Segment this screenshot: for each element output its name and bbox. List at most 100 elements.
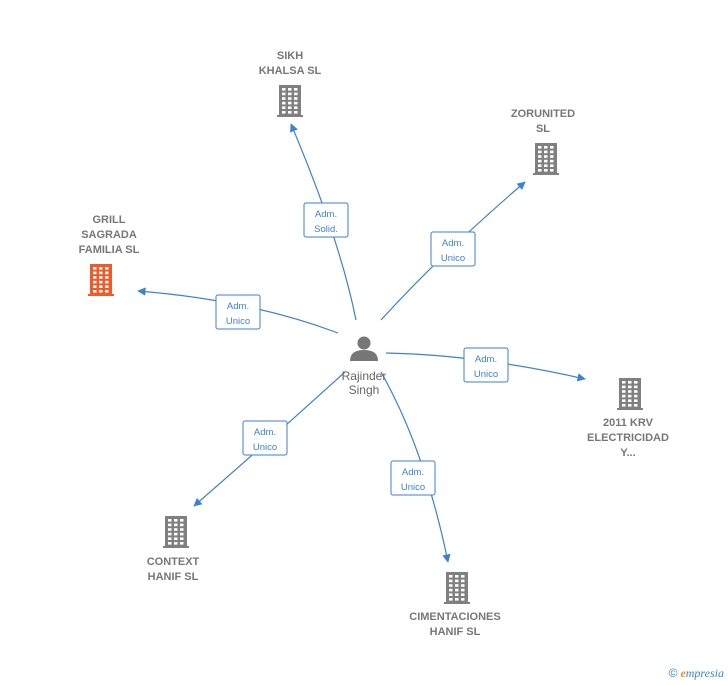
building-base bbox=[88, 294, 114, 296]
building-window bbox=[294, 111, 298, 114]
company-node-zorunited[interactable]: ZORUNITED SL bbox=[511, 108, 575, 175]
brand-footer[interactable]: ©empresia bbox=[669, 666, 724, 681]
building-window bbox=[93, 280, 97, 284]
building-window bbox=[288, 97, 292, 100]
building-window bbox=[105, 290, 109, 293]
relation-label[interactable]: Adm.Solid. bbox=[303, 202, 349, 238]
person-head bbox=[357, 336, 371, 350]
relation-text: Adm. bbox=[475, 354, 497, 365]
building-window bbox=[168, 519, 172, 522]
building-window bbox=[455, 593, 459, 596]
building-window bbox=[168, 542, 172, 545]
company-name[interactable]: CIMENTACIONES bbox=[409, 611, 500, 623]
building-window bbox=[282, 97, 286, 100]
building-window bbox=[288, 111, 292, 114]
building-window bbox=[455, 598, 459, 601]
relation-label[interactable]: Adm.Unico bbox=[215, 294, 261, 330]
brand-initial: e bbox=[680, 666, 686, 680]
relation-label[interactable]: Adm.Unico bbox=[390, 460, 436, 496]
company-node-cimentaciones-hanif[interactable]: CIMENTACIONES HANIF SL bbox=[409, 572, 501, 638]
building-window bbox=[282, 106, 286, 109]
relation-box bbox=[215, 294, 261, 330]
building-window bbox=[174, 542, 178, 545]
relation-text: Adm. bbox=[442, 238, 464, 249]
building-window bbox=[550, 169, 554, 172]
relation-label[interactable]: Adm.Unico bbox=[463, 347, 509, 383]
building-window bbox=[634, 404, 638, 407]
building-window bbox=[455, 579, 459, 583]
building-icon[interactable] bbox=[277, 85, 303, 117]
edge-zorunited: Adm. Unico bbox=[380, 181, 526, 321]
building-window bbox=[294, 106, 298, 109]
building-icon[interactable] bbox=[617, 378, 643, 410]
relation-text: Solid. bbox=[314, 224, 338, 235]
building-window bbox=[449, 579, 453, 583]
building-window bbox=[93, 276, 97, 279]
company-node-2011-krv[interactable]: 2011 KRV ELECTRICIDAD Y... bbox=[587, 378, 669, 459]
building-window bbox=[99, 280, 103, 284]
building-window bbox=[544, 155, 548, 158]
company-name[interactable]: KHALSA SL bbox=[259, 65, 322, 77]
company-node-sikh-khalsa[interactable]: SIKH KHALSA SL bbox=[259, 50, 322, 117]
building-window bbox=[544, 159, 548, 163]
building-window bbox=[550, 146, 554, 149]
building-window bbox=[538, 169, 542, 172]
building-base bbox=[277, 115, 303, 117]
building-icon[interactable] bbox=[444, 572, 470, 604]
building-window bbox=[634, 394, 638, 398]
company-name[interactable]: Y... bbox=[620, 447, 635, 459]
building-window bbox=[544, 146, 548, 149]
building-window bbox=[282, 88, 286, 91]
building-window bbox=[180, 542, 184, 545]
building-window bbox=[282, 111, 286, 114]
company-name[interactable]: FAMILIA SL bbox=[79, 244, 140, 256]
building-window bbox=[634, 385, 638, 389]
company-name[interactable]: SL bbox=[536, 123, 550, 135]
relation-text: Unico bbox=[226, 316, 250, 327]
building-window bbox=[622, 404, 626, 407]
building-window bbox=[461, 588, 465, 592]
building-icon[interactable] bbox=[533, 143, 559, 175]
building-window bbox=[455, 588, 459, 592]
company-name[interactable]: SIKH bbox=[277, 50, 303, 62]
building-window bbox=[461, 598, 465, 601]
person-name: Rajinder bbox=[342, 369, 387, 383]
company-name[interactable]: CONTEXT bbox=[147, 556, 200, 568]
building-window bbox=[449, 584, 453, 587]
building-window bbox=[168, 523, 172, 527]
relation-label[interactable]: Adm. Unico bbox=[430, 231, 476, 267]
company-node-context-hanif[interactable]: CONTEXT HANIF SL bbox=[147, 516, 200, 583]
building-window bbox=[550, 164, 554, 167]
building-window bbox=[550, 150, 554, 154]
company-name[interactable]: 2011 KRV bbox=[603, 417, 654, 429]
company-node-grill-sagrada[interactable]: GRILL SAGRADA FAMILIA SL bbox=[79, 214, 140, 296]
company-name[interactable]: HANIF SL bbox=[430, 626, 481, 638]
person-icon[interactable] bbox=[350, 336, 378, 362]
building-window bbox=[634, 390, 638, 393]
edges-layer: Adm.Solid.Adm.UnicoAdm.UnicoAdm.UnicoAdm… bbox=[137, 123, 586, 563]
building-window bbox=[294, 88, 298, 91]
company-name[interactable]: ELECTRICIDAD bbox=[587, 432, 669, 444]
edge-context-hanif: Adm.Unico bbox=[193, 371, 346, 507]
building-window bbox=[93, 267, 97, 270]
building-window bbox=[550, 155, 554, 158]
company-name[interactable]: ZORUNITED bbox=[511, 108, 575, 120]
building-window bbox=[282, 92, 286, 96]
company-name[interactable]: GRILL bbox=[93, 214, 126, 226]
company-name[interactable]: SAGRADA bbox=[81, 229, 137, 241]
brand-name: mpresia bbox=[685, 666, 724, 680]
relation-text: Unico bbox=[441, 253, 465, 264]
building-window bbox=[99, 285, 103, 288]
building-window bbox=[99, 267, 103, 270]
building-window bbox=[455, 575, 459, 578]
relation-text: Unico bbox=[401, 482, 425, 493]
relation-label[interactable]: Adm.Unico bbox=[242, 420, 288, 456]
company-name[interactable]: HANIF SL bbox=[148, 571, 199, 583]
building-icon[interactable] bbox=[163, 516, 189, 548]
building-icon[interactable] bbox=[88, 264, 114, 296]
building-window bbox=[544, 164, 548, 167]
building-base bbox=[444, 602, 470, 604]
building-window bbox=[622, 385, 626, 389]
